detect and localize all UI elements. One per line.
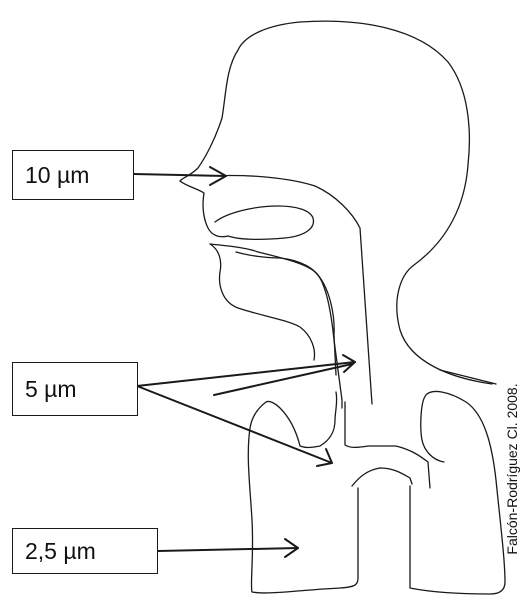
label-throat-particle-size: 5 µm xyxy=(12,362,138,416)
label-nose-text: 10 µm xyxy=(25,162,89,189)
label-lungs-particle-size: 2,5 µm xyxy=(12,528,158,574)
credit-leader-line xyxy=(440,370,496,384)
bronchi-outline xyxy=(345,402,430,488)
author-credit: Falcón-Rodríguez Cl. 2008. xyxy=(504,383,520,554)
left-lung-outline xyxy=(248,392,358,593)
arrow-nose xyxy=(134,174,226,176)
bronchi-lower-outline xyxy=(352,468,412,486)
arrow-bronchi xyxy=(137,386,332,463)
right-lung-outline xyxy=(410,391,505,594)
arrow-pharynx xyxy=(137,362,355,386)
palate-outline xyxy=(215,206,313,239)
head-outline xyxy=(180,21,492,384)
trachea-outline xyxy=(236,252,342,408)
label-nose-particle-size: 10 µm xyxy=(12,150,134,200)
nose-lip-outline xyxy=(180,181,228,237)
label-lungs-text: 2,5 µm xyxy=(25,538,96,565)
arrow-alveoli xyxy=(158,548,298,551)
label-throat-text: 5 µm xyxy=(25,376,77,403)
jaw-outline xyxy=(210,244,314,360)
arrow-pharynx-secondary xyxy=(214,364,352,395)
mouth-chin-outline xyxy=(210,244,336,375)
